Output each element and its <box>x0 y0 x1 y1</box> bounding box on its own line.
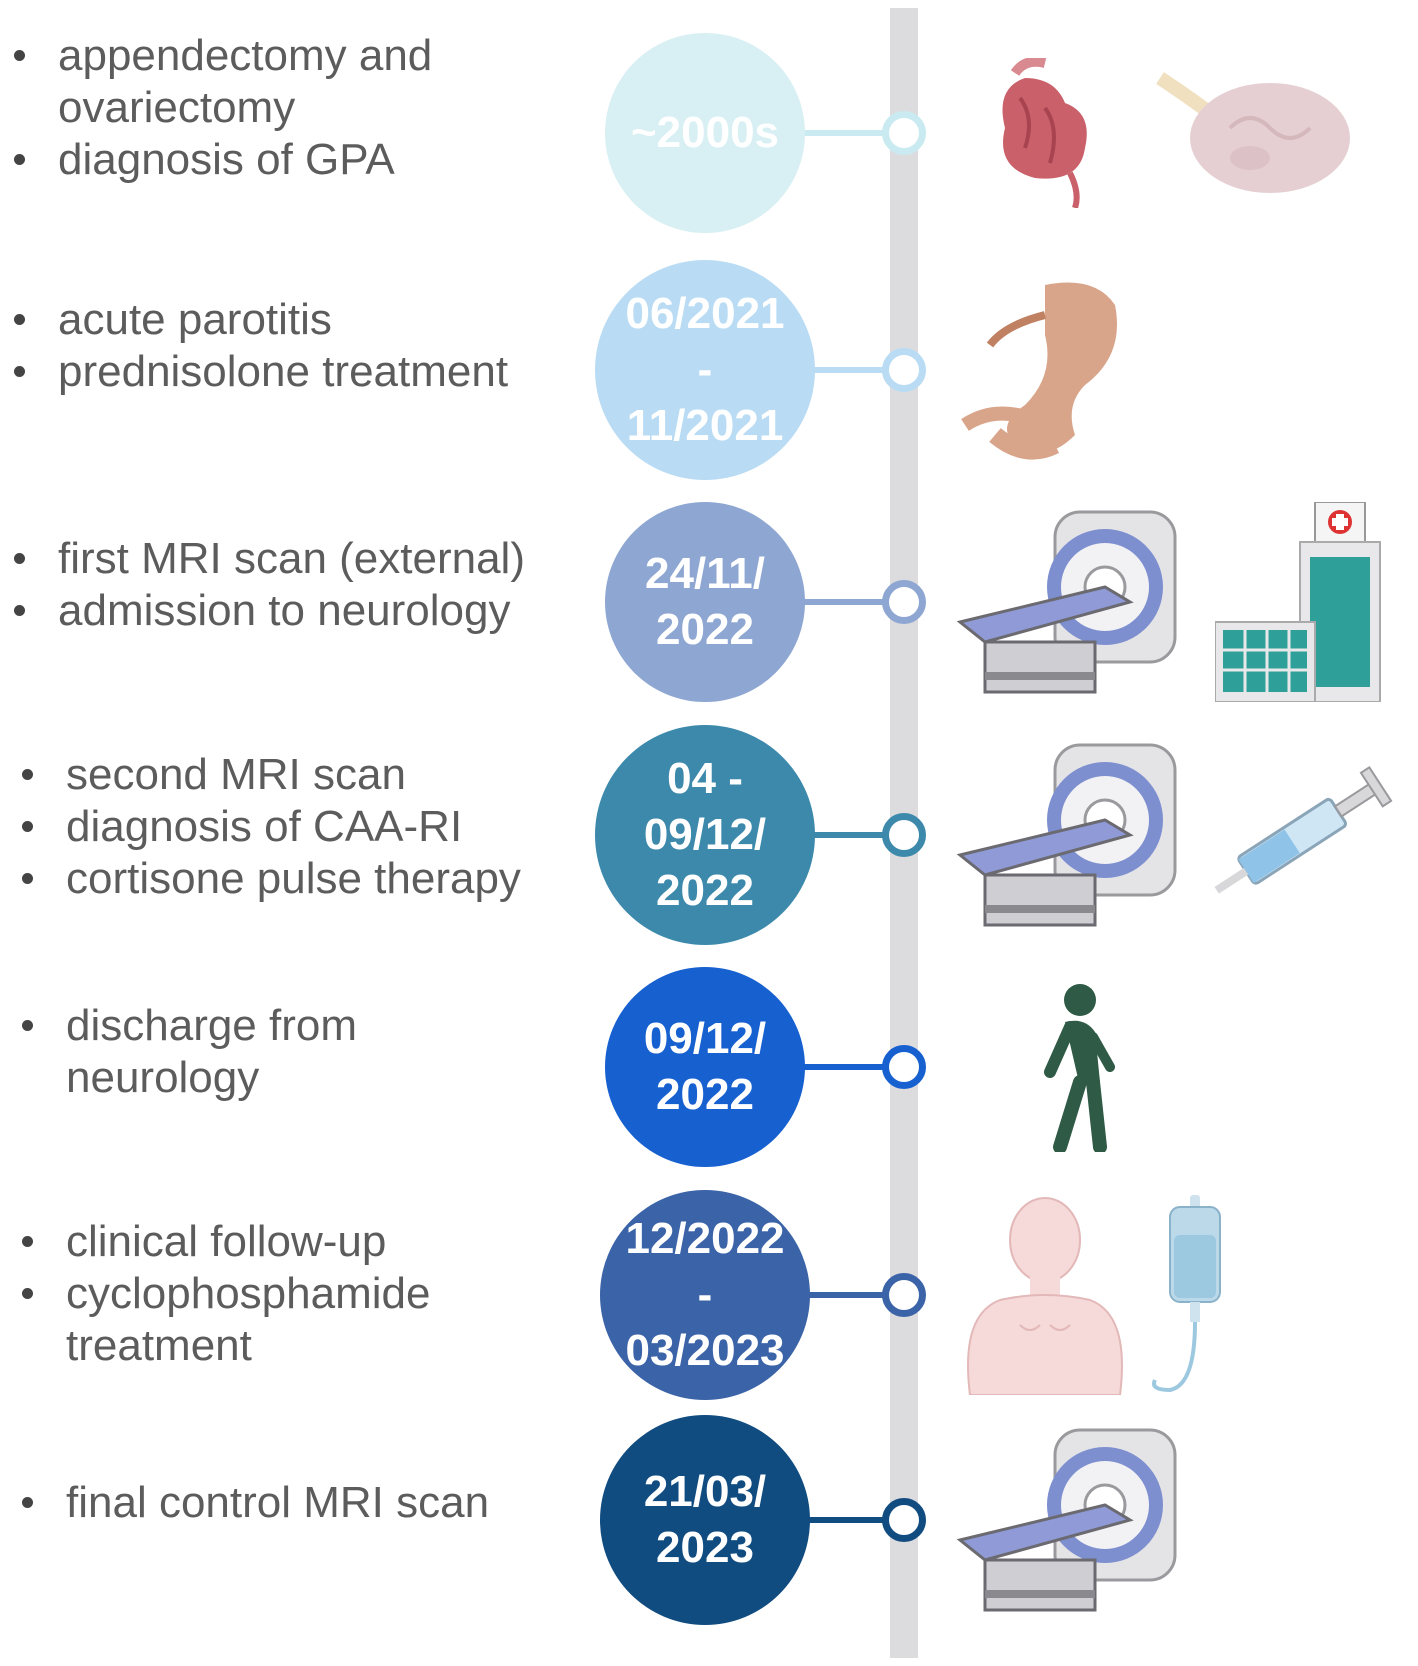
ovary-icon <box>1150 68 1350 198</box>
event-bullet: diagnosis of GPA <box>10 134 432 186</box>
mri-scanner-icon <box>955 1420 1185 1620</box>
event-bullet-list: first MRI scan (external)admission to ne… <box>10 533 525 637</box>
event-bullet: cortisone pulse therapy <box>18 853 521 905</box>
mri-scanner-icon <box>955 502 1185 702</box>
timeline-node <box>882 111 926 155</box>
event-bullet: prednisolone treatment <box>10 346 508 398</box>
event-bullet-list: discharge from neurology <box>18 1000 357 1104</box>
event-date-circle: 04 - 09/12/ 2022 <box>595 725 815 945</box>
syringe-icon <box>1195 760 1405 910</box>
event-connector-line <box>800 1064 904 1070</box>
event-date-circle: 24/11/ 2022 <box>605 502 805 702</box>
appendix-icon <box>985 56 1095 209</box>
event-date-circle: 12/2022 - 03/2023 <box>600 1190 810 1400</box>
event-connector-line <box>805 1517 904 1523</box>
timeline-node <box>882 1498 926 1542</box>
timeline-node <box>882 580 926 624</box>
walking-person-icon <box>1035 982 1115 1154</box>
event-date-circle: 09/12/ 2022 <box>605 967 805 1167</box>
event-connector-line <box>810 367 904 373</box>
event-connector-line <box>800 130 904 136</box>
event-bullet: cyclophosphamide treatment <box>18 1268 430 1372</box>
event-bullet-list: final control MRI scan <box>18 1477 489 1529</box>
event-connector-line <box>805 1292 904 1298</box>
event-date-circle: 06/2021 - 11/2021 <box>595 260 815 480</box>
timeline-node <box>882 813 926 857</box>
hospital-icon <box>1214 501 1385 703</box>
event-bullet: appendectomy and ovariectomy <box>10 30 432 134</box>
event-date-circle: 21/03/ 2023 <box>600 1415 810 1625</box>
event-connector-line <box>800 599 904 605</box>
event-bullet: discharge from neurology <box>18 1000 357 1104</box>
timeline-node <box>882 1273 926 1317</box>
iv-drip-icon <box>1150 1195 1240 1395</box>
event-connector-line <box>810 832 904 838</box>
patient-torso-icon <box>950 1195 1140 1396</box>
event-bullet: acute parotitis <box>10 294 508 346</box>
timeline-node <box>882 1045 926 1089</box>
timeline-node <box>882 348 926 392</box>
event-bullet: diagnosis of CAA-RI <box>18 801 521 853</box>
event-bullet: clinical follow-up <box>18 1216 430 1268</box>
parotid-gland-icon <box>955 275 1125 465</box>
event-date-circle: ~2000s <box>605 33 805 233</box>
event-bullet: admission to neurology <box>10 585 525 637</box>
event-bullet: second MRI scan <box>18 749 521 801</box>
event-bullet: final control MRI scan <box>18 1477 489 1529</box>
mri-scanner-icon <box>955 735 1185 935</box>
event-bullet: first MRI scan (external) <box>10 533 525 585</box>
